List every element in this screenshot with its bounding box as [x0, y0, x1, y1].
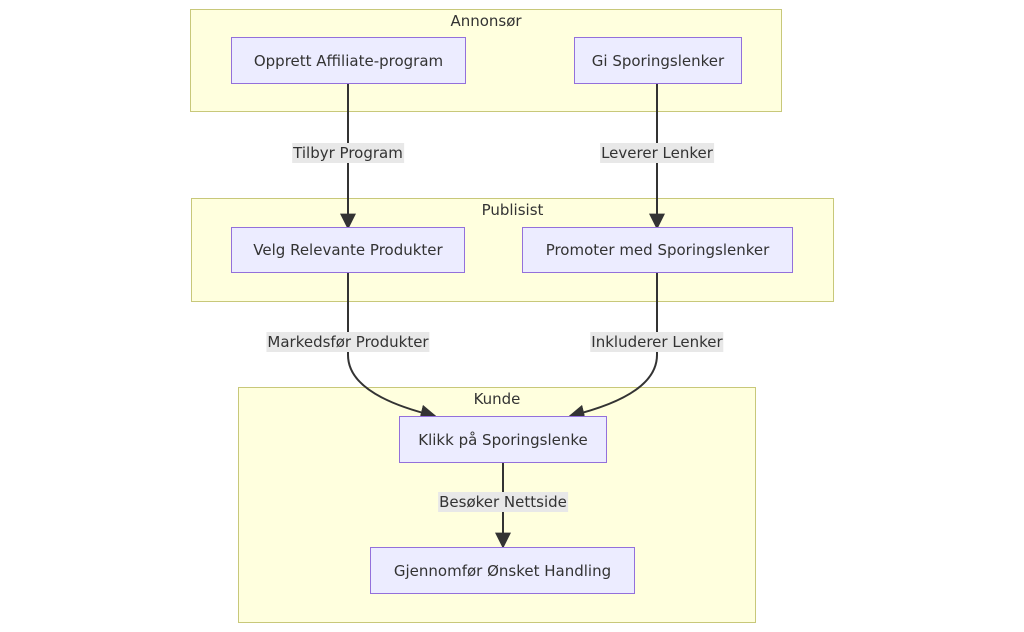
node-gjennomfor-onsket-handling[interactable]: Gjennomfør Ønsket Handling: [370, 547, 635, 594]
node-gi-sporingslenker[interactable]: Gi Sporingslenker: [574, 37, 742, 84]
node-klikk-pa-sporingslenke[interactable]: Klikk på Sporingslenke: [399, 416, 607, 463]
edge-label-besoker-nettside: Besøker Nettside: [438, 492, 568, 512]
cluster-label-annonsor: Annonsør: [450, 12, 522, 30]
cluster-label-publisist: Publisist: [481, 201, 544, 219]
edge-label-tilbyr-program: Tilbyr Program: [292, 143, 404, 163]
edge-velg-klikk: [347, 273, 437, 421]
edge-label-inkluderer-lenker: Inkluderer Lenker: [590, 332, 724, 352]
cluster-label-kunde: Kunde: [473, 390, 521, 408]
node-promoter-med-sporingslenker[interactable]: Promoter med Sporingslenker: [522, 227, 793, 273]
edge-label-leverer-lenker: Leverer Lenker: [600, 143, 714, 163]
edge-label-markedsfor-produkter: Markedsfør Produkter: [266, 332, 430, 352]
node-velg-relevante-produkter[interactable]: Velg Relevante Produkter: [231, 227, 465, 273]
node-opprett-affiliate-program[interactable]: Opprett Affiliate-program: [231, 37, 466, 84]
edge-promoter-klikk: [568, 273, 658, 421]
